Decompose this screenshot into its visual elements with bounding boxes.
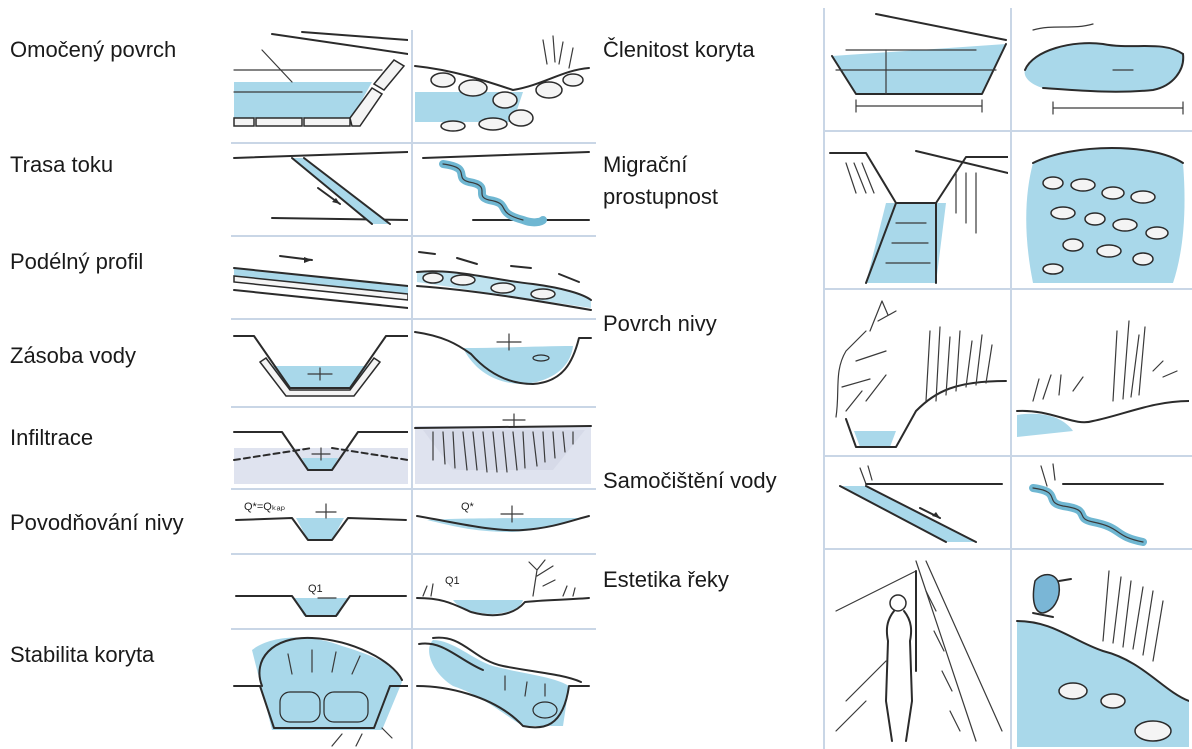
grid-line	[823, 130, 1192, 132]
label-povodnovani-nivy: Povodňování nivy	[10, 509, 184, 537]
sketch-infiltration-natural	[413, 410, 593, 486]
sketch-migration-weir	[826, 133, 1008, 286]
sketch-self-purification-natural	[1013, 458, 1189, 546]
sketch-wetted-surface-channelized	[232, 30, 408, 136]
sketch-floodplain-q1-natural: Q1	[413, 556, 593, 626]
sketch-river-route-meandering	[413, 144, 593, 234]
sketch-label-q-star: Q*	[461, 501, 475, 513]
sketch-floodplain-q1-channelized: Q1	[232, 556, 408, 626]
sketch-river-aesthetics-channelized	[826, 551, 1008, 747]
sketch-floodplain-natural: Q*	[413, 490, 593, 552]
sketch-longitudinal-profile-natural	[413, 238, 593, 316]
sketch-channel-diversity-channelized	[826, 10, 1008, 128]
grid-line	[231, 318, 596, 320]
label-trasa-toku: Trasa toku	[10, 151, 113, 179]
sketch-water-storage-natural	[413, 322, 593, 402]
grid-line	[231, 553, 596, 555]
sketch-channel-stability-channelized	[232, 630, 408, 749]
sketch-migration-natural	[1013, 133, 1189, 286]
label-povrch-nivy: Povrch nivy	[603, 310, 717, 338]
grid-line-right-center	[1010, 8, 1012, 749]
label-infiltrace: Infiltrace	[10, 424, 93, 452]
sketch-water-storage-trapezoid	[232, 322, 408, 402]
label-stabilita-koryta: Stabilita koryta	[10, 641, 154, 669]
sketch-label-q-star-eq: Q*=Qₖₐₚ	[244, 501, 286, 513]
sketch-self-purification-channelized	[826, 458, 1008, 546]
sketch-label-q1-left: Q1	[308, 583, 323, 595]
sketch-floodplain-surface-channelized	[826, 291, 1008, 453]
label-zasoba-vody: Zásoba vody	[10, 342, 136, 370]
sketch-floodplain-surface-natural	[1013, 291, 1189, 453]
sketch-channel-stability-natural	[413, 630, 593, 749]
sketch-label-q1-right: Q1	[445, 575, 460, 587]
sketch-river-aesthetics-natural	[1013, 551, 1189, 747]
sketch-longitudinal-profile-uniform	[232, 238, 408, 316]
label-migracni: Migrační	[603, 151, 687, 179]
grid-line	[231, 235, 596, 237]
label-podelny-profil: Podélný profil	[10, 248, 143, 276]
label-omoceny-povrch: Omočený povrch	[10, 36, 176, 64]
grid-line	[231, 406, 596, 408]
sketch-infiltration-channelized	[232, 410, 408, 486]
grid-line-right-outer	[823, 8, 825, 749]
label-estetika-reky: Estetika řeky	[603, 566, 729, 594]
label-samocisteni-vody: Samočištění vody	[603, 467, 777, 495]
sketch-wetted-surface-natural	[413, 30, 593, 136]
grid-line	[823, 548, 1192, 550]
grid-line	[823, 455, 1192, 457]
label-prostupnost: prostupnost	[603, 183, 718, 211]
sketch-river-route-straight	[232, 144, 408, 234]
label-clenitost-koryta: Členitost koryta	[603, 36, 755, 64]
grid-line	[823, 288, 1192, 290]
sketch-floodplain-channelized: Q*=Qₖₐₚ	[232, 490, 408, 552]
sketch-channel-diversity-natural	[1013, 10, 1189, 128]
